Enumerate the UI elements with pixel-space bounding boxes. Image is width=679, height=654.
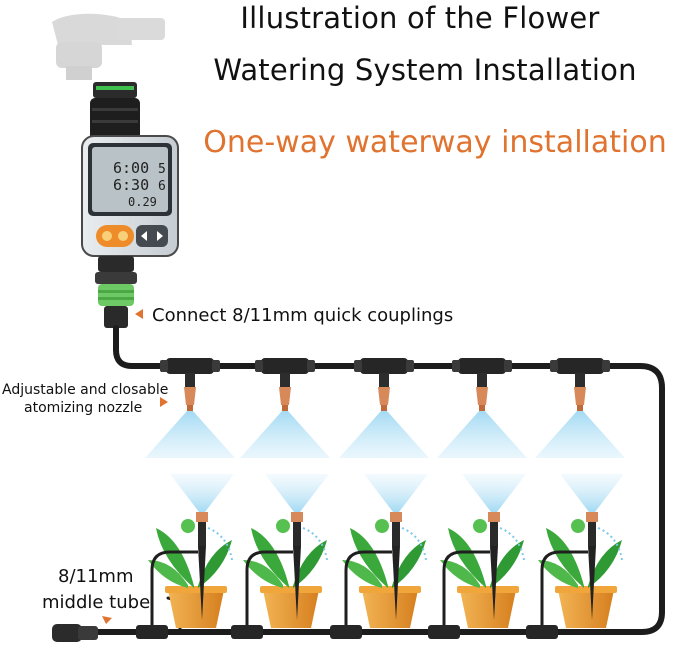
tee-coupler [452,358,512,387]
lcd-time-2: 6:30 [113,176,149,194]
nozzle-label-line-1: Adjustable and closable [2,382,169,398]
subtitle: One-way waterway installation [203,125,667,160]
tee-coupler [136,625,168,639]
spray-nozzle-icon [279,387,291,411]
stake-icon [291,512,303,620]
tee-coupler [354,358,414,387]
flower-pot-icon [538,519,623,628]
plant-row [136,474,624,639]
tube-label-line-1: 8/11mm [58,566,134,587]
spray-cone-down [437,411,527,458]
title-line-1: Illustration of the Flower [240,1,600,35]
feed-line [150,550,198,632]
lcd-num-1: 5 [158,162,166,177]
feed-line [245,550,293,632]
spray-cone-up [364,474,428,512]
tee-coupler [160,358,220,387]
spray-cone-down [339,411,429,458]
spray-nozzle-icon [574,387,586,411]
feed-line [344,550,392,632]
nozzle-label-line-2: atomizing nozzle [24,400,143,416]
spray-cone-down [145,411,235,458]
spray-cone-down [240,411,330,458]
flower-pot-icon [342,519,427,628]
flower-pot-icon [148,519,233,628]
stake-icon [586,512,598,620]
title-line-2: Watering System Installation [213,53,637,87]
lcd-num-2: 6 [158,179,166,194]
arrow-pointer-icon [102,309,168,624]
coupling-label: Connect 8/11mm quick couplings [152,305,454,326]
spray-cone-up [560,474,624,512]
spray-cone-up [170,474,234,512]
tube-label-line-2: middle tube [42,592,151,613]
spray-cone-up [265,474,329,512]
lcd-time-1: 6:00 [113,159,149,177]
tee-coupler [428,625,460,639]
tee-coupler [330,625,362,639]
water-timer-icon [81,82,179,328]
faucet-icon [52,13,165,80]
lcd-num-3: 0.29 [128,195,157,209]
spray-cone-down [535,411,625,458]
top-nozzle-row [145,358,625,458]
spray-nozzle-icon [184,387,196,411]
tee-coupler [255,358,315,387]
flower-pot-icon [243,519,328,628]
tee-coupler [550,358,610,387]
stake-icon [390,512,402,620]
spray-cone-up [462,474,526,512]
stake-icon [196,512,208,620]
tee-coupler [231,625,263,639]
feed-line [540,550,588,632]
tube-end-cap-icon [52,624,98,642]
stake-icon [488,512,500,620]
flower-pot-icon [440,519,525,628]
spray-nozzle-icon [378,387,390,411]
feed-line [442,550,490,632]
spray-nozzle-icon [476,387,488,411]
tee-coupler [526,625,558,639]
